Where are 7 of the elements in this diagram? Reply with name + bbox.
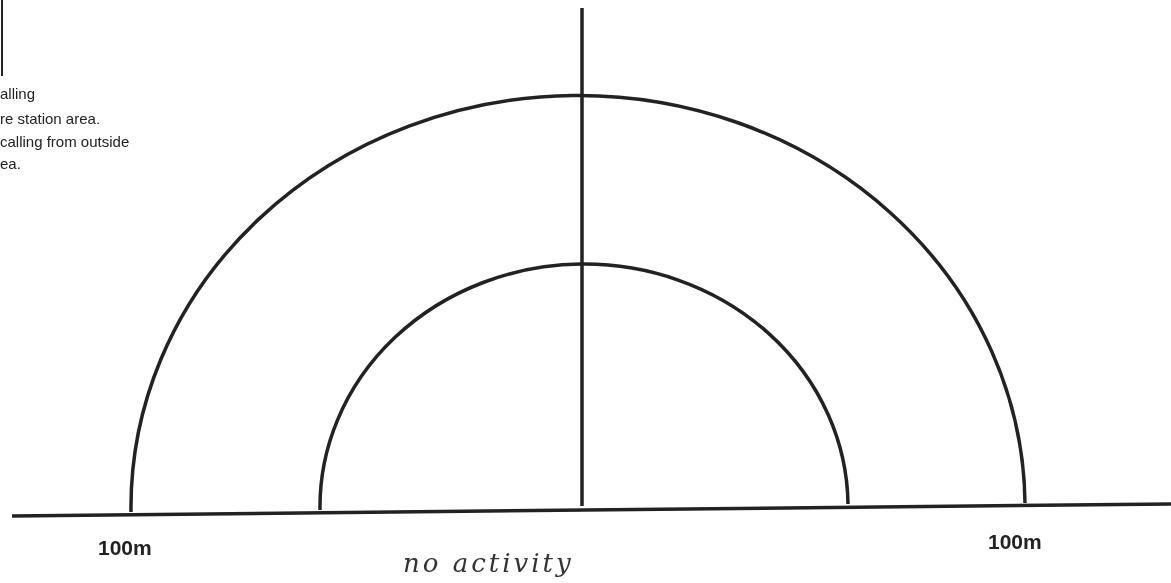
note-text: calling from outside	[0, 133, 130, 150]
handwritten-note: no activity	[403, 548, 574, 578]
note-text: ea.	[0, 155, 21, 172]
distance-label: 100m	[98, 536, 152, 560]
note-text: alling	[0, 85, 36, 102]
note-text: re station area.	[0, 110, 101, 127]
distance-label: 100m	[988, 530, 1042, 554]
